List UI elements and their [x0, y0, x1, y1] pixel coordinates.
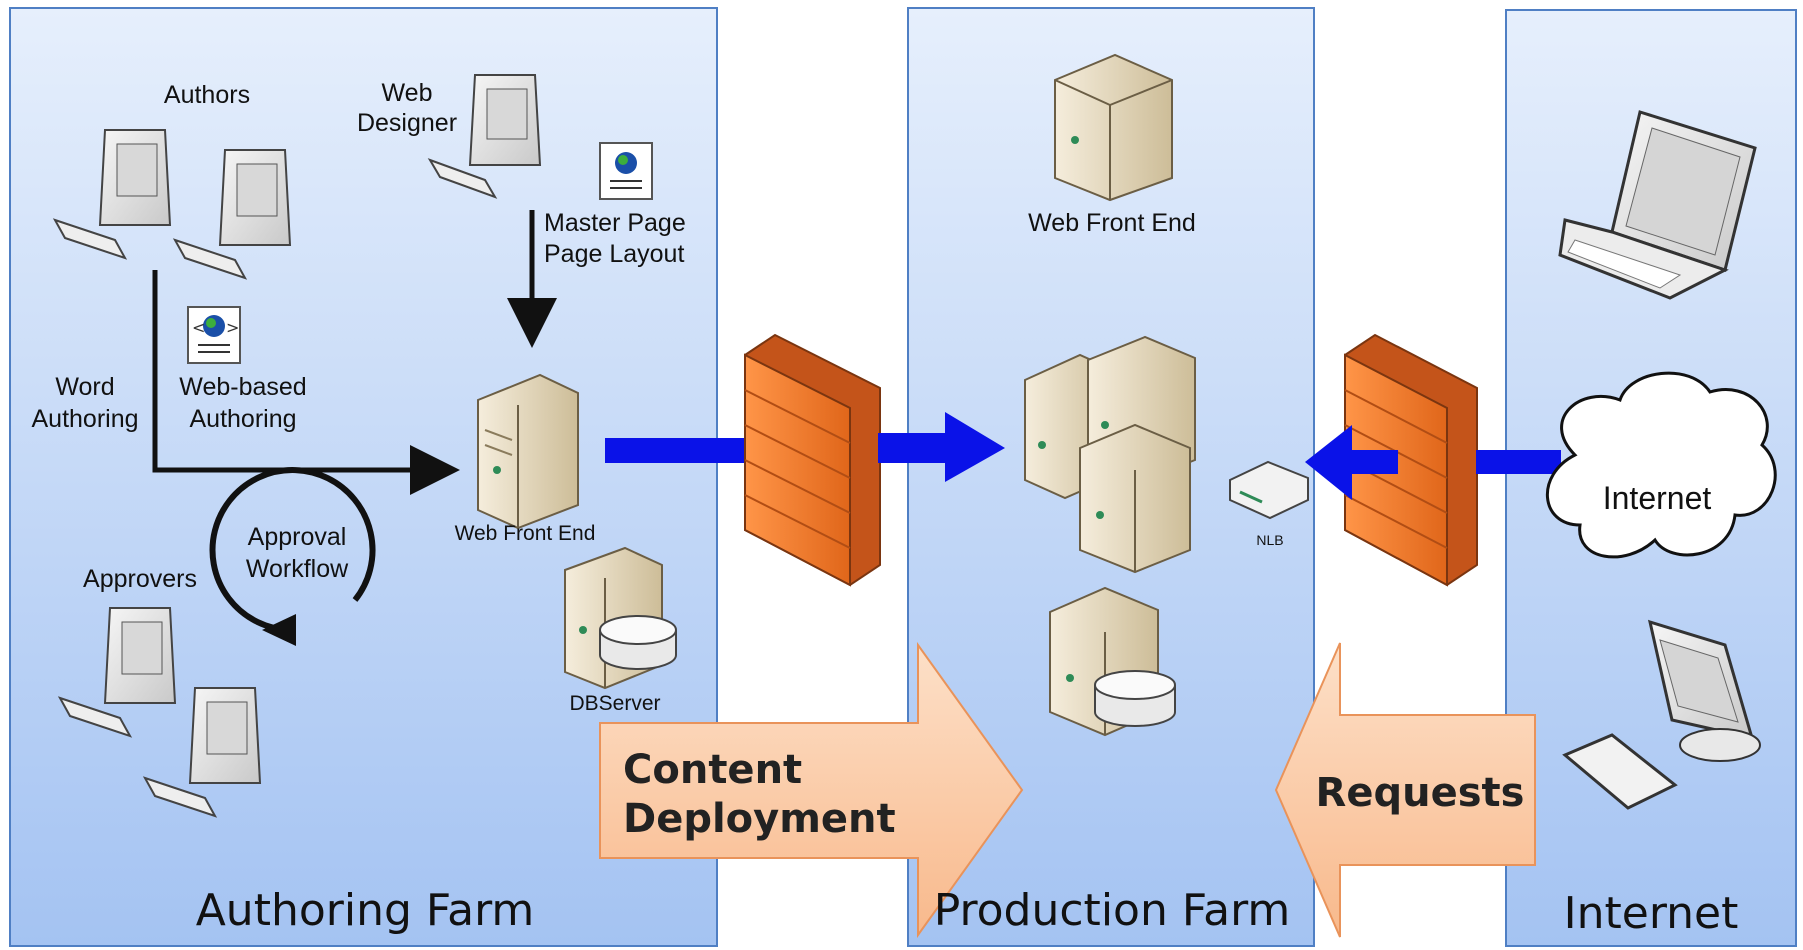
web-designer-workstation: Web Designer: [357, 74, 542, 199]
page-layout-label: Page Layout: [544, 240, 684, 268]
authoring-flow-arrow: [152, 270, 460, 495]
workstation-icon: [52, 129, 172, 260]
svg-text:<: <: [192, 318, 205, 337]
desktop-computer-icon: [1562, 619, 1761, 810]
approval-workflow-cycle: Approval Workflow: [209, 467, 376, 646]
production-wfe-label: Web Front End: [1028, 209, 1196, 237]
authoring-web-front-end-server: Web Front End: [455, 373, 596, 545]
internet-zone-title: Internet: [1564, 888, 1739, 939]
nlb-label: NLB: [1256, 532, 1283, 548]
db-server: DBServer: [564, 546, 677, 715]
web-designer-label-line1: Web: [382, 79, 433, 107]
approval-workflow-label-line2: Workflow: [246, 555, 349, 583]
content-deployment-label-line2: Deployment: [623, 796, 896, 842]
production-farm-title: Production Farm: [934, 885, 1291, 936]
requests-callout: Requests: [1274, 642, 1536, 938]
document-icon: [599, 142, 653, 200]
web-page-icon: < >: [187, 306, 241, 364]
master-page-label: Master Page: [544, 209, 686, 237]
word-authoring-label-line1: Word: [55, 373, 114, 401]
production-db-server: [1049, 586, 1176, 737]
approvers-label: Approvers: [83, 565, 197, 593]
workstation-icon: [172, 149, 292, 280]
web-based-authoring-label-line1: Web-based: [179, 373, 306, 401]
request-arrow: [1305, 425, 1561, 500]
approvers-workstations: Approvers: [57, 565, 262, 818]
authors-label: Authors: [164, 81, 250, 109]
internet-cloud-icon: Internet: [1546, 371, 1777, 559]
web-based-authoring-label-line2: Authoring: [189, 405, 296, 433]
authoring-farm-title: Authoring Farm: [196, 885, 535, 936]
web-designer-label-line2: Designer: [357, 109, 457, 137]
authors-workstations: Authors: [52, 81, 292, 280]
deployment-arrow: [878, 412, 1005, 482]
workstation-icon: [427, 74, 542, 199]
production-server-cluster: [1024, 335, 1196, 574]
workstation-icon: [142, 687, 262, 818]
word-authoring-label-line2: Authoring: [31, 405, 138, 433]
db-server-label: DBServer: [569, 692, 660, 715]
laptop-icon: [1558, 110, 1757, 300]
content-deployment-label-line1: Content: [623, 747, 802, 793]
authoring-wfe-label: Web Front End: [455, 522, 596, 545]
internet-cloud-label: Internet: [1603, 480, 1712, 516]
requests-label: Requests: [1316, 770, 1525, 816]
nlb-device: NLB: [1229, 460, 1309, 548]
approval-workflow-label-line1: Approval: [248, 523, 347, 551]
svg-text:>: >: [226, 318, 239, 337]
content-deployment-callout: Content Deployment: [599, 641, 1024, 939]
workstation-icon: [57, 607, 177, 738]
production-web-front-end-server: Web Front End: [1028, 53, 1196, 237]
firewall-icon: [744, 333, 881, 587]
